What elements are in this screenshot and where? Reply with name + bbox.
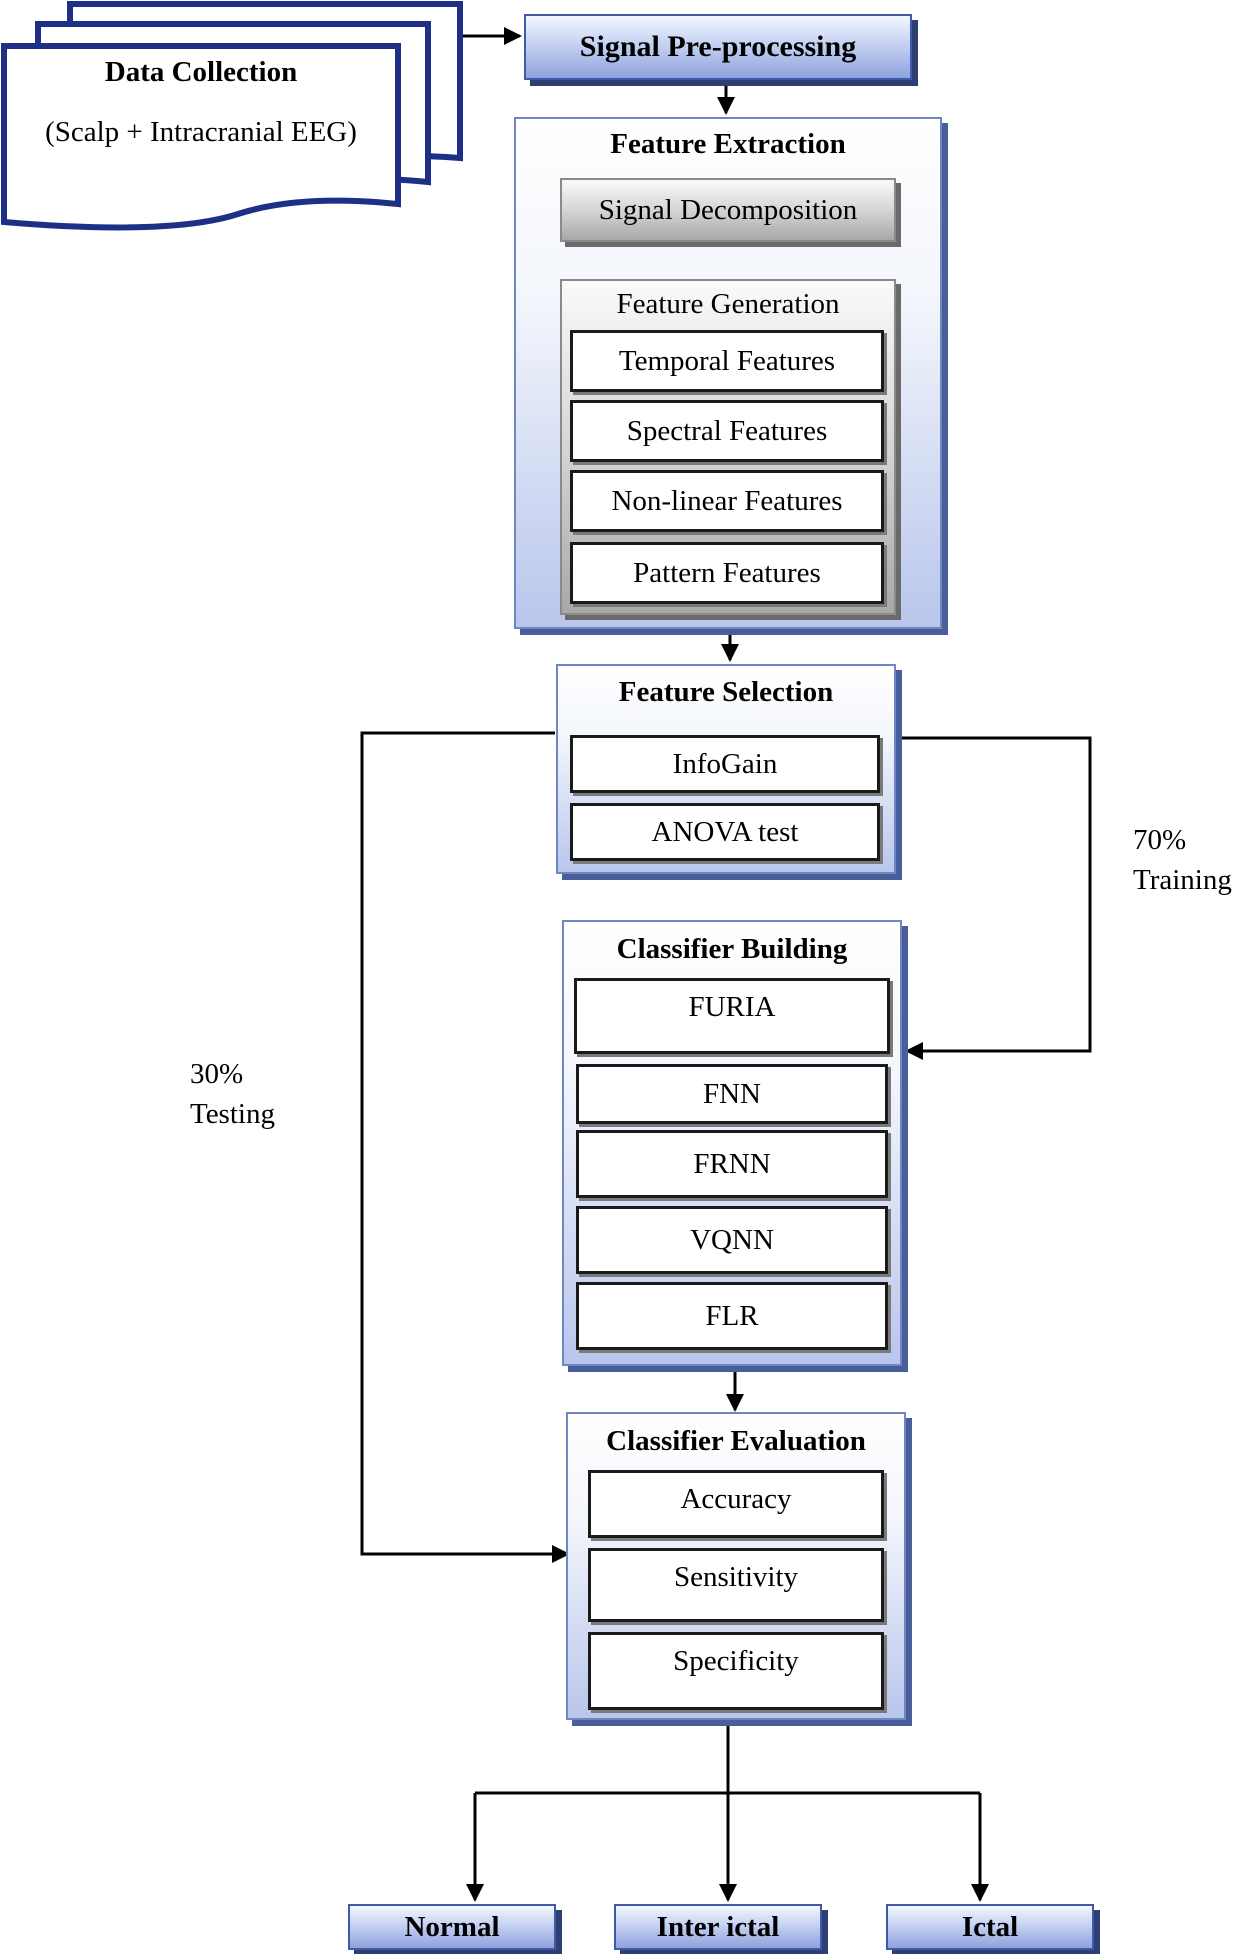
feature-item-spectral: Spectral Features — [570, 400, 884, 462]
output-interictal-box: Inter ictal — [614, 1904, 822, 1950]
evaluation-item-accuracy: Accuracy — [588, 1470, 884, 1538]
testing-percent-label: 30% — [190, 1058, 244, 1090]
feature-item-temporal: Temporal Features — [570, 330, 884, 392]
selection-item-anova: ANOVA test — [570, 803, 880, 861]
feature-selection-title: Feature Selection — [618, 676, 834, 708]
classifier-item-flr: FLR — [576, 1282, 888, 1350]
data-collection-subtitle: (Scalp + Intracranial EEG) — [45, 116, 357, 148]
training-label: Training — [1133, 864, 1232, 896]
feature-extraction-title: Feature Extraction — [610, 128, 846, 160]
data-collection-title: Data Collection — [104, 56, 298, 88]
output-ictal-box: Ictal — [886, 1904, 1094, 1950]
data-collection-document-icon — [1, 1, 463, 231]
training-percent-label: 70% — [1133, 824, 1187, 856]
output-normal-box: Normal — [348, 1904, 556, 1950]
evaluation-item-specificity: Specificity — [588, 1632, 884, 1710]
selection-item-infogain: InfoGain — [570, 735, 880, 793]
classifier-item-frnn: FRNN — [576, 1130, 888, 1198]
testing-label: Testing — [190, 1098, 275, 1130]
arrow-training-path — [900, 736, 1092, 1060]
classifier-item-vqnn: VQNN — [576, 1206, 888, 1274]
classifier-item-furia: FURIA — [574, 978, 890, 1054]
evaluation-item-sensitivity: Sensitivity — [588, 1548, 884, 1622]
feature-item-nonlinear: Non-linear Features — [570, 470, 884, 532]
feature-generation-title: Feature Generation — [616, 288, 840, 320]
signal-preprocessing-box: Signal Pre-processing — [524, 14, 912, 80]
classifier-evaluation-title: Classifier Evaluation — [606, 1425, 866, 1457]
feature-item-pattern: Pattern Features — [570, 542, 884, 604]
arrow-testing-path — [360, 731, 570, 1563]
classifier-item-fnn: FNN — [576, 1064, 888, 1124]
classifier-building-title: Classifier Building — [616, 933, 848, 965]
signal-decomposition-box: Signal Decomposition — [560, 178, 896, 242]
